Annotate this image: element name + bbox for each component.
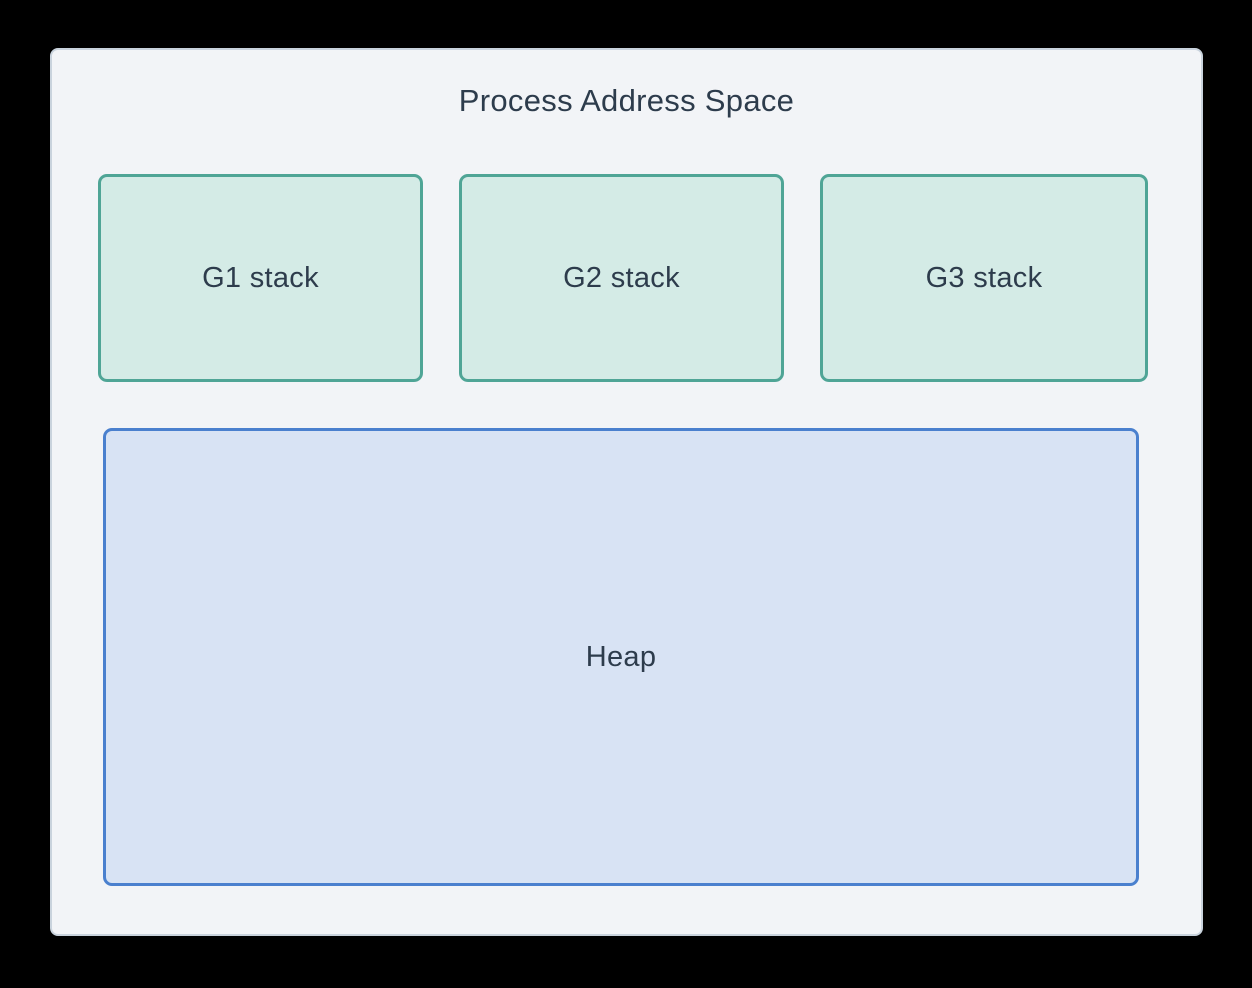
diagram-title: Process Address Space: [458, 83, 795, 118]
process-address-space-container: Process Address Space G1 stack G2 stack …: [50, 48, 1203, 936]
g3-stack-label: G3 stack: [925, 261, 1043, 294]
heap-label: Heap: [585, 640, 657, 673]
heap-box: Heap: [103, 428, 1139, 886]
g3-stack-box: G3 stack: [820, 174, 1148, 382]
g1-stack-label: G1 stack: [202, 261, 319, 294]
g2-stack-box: G2 stack: [459, 174, 784, 382]
g2-stack-label: G2 stack: [563, 261, 680, 294]
g1-stack-box: G1 stack: [98, 174, 423, 382]
